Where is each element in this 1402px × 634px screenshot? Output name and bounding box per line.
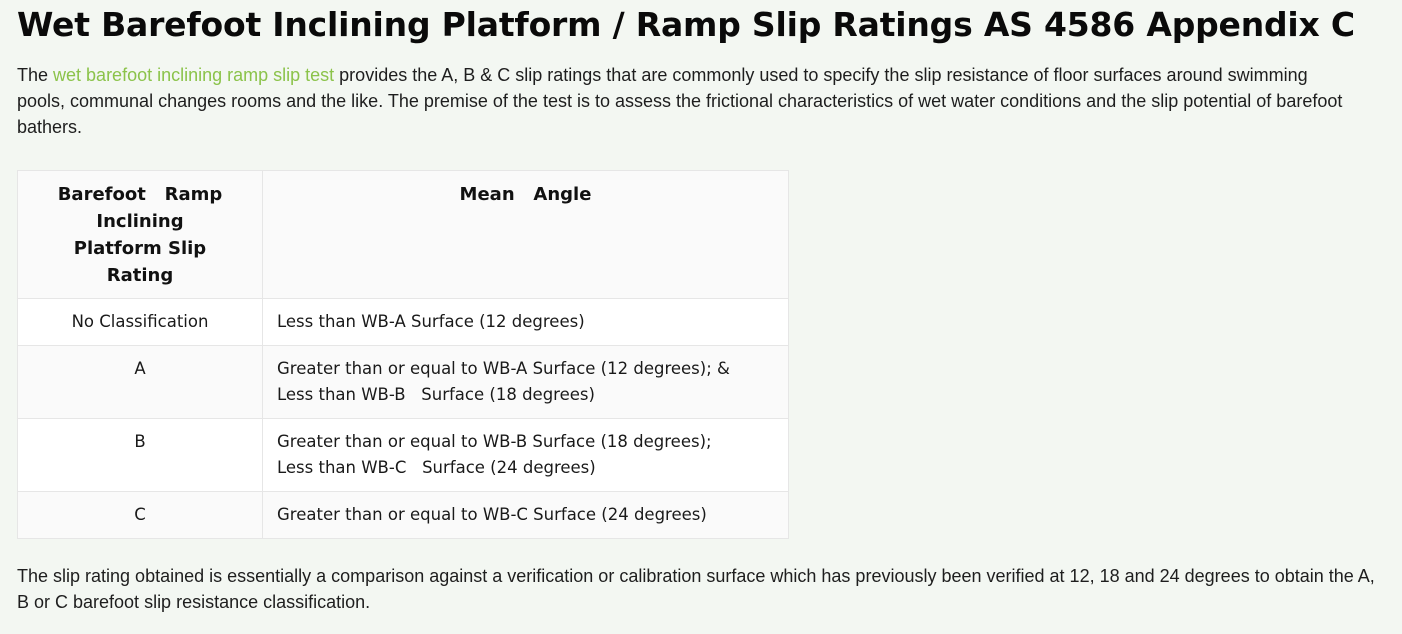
intro-suffix: provides the A, B & C slip ratings that … (17, 65, 1343, 137)
rating-cell: No Classification (17, 298, 263, 346)
rating-cell: C (17, 491, 263, 539)
table-row: C Greater than or equal to WB-C Surface … (17, 491, 789, 539)
table-row: A Greater than or equal to WB-A Surface … (17, 345, 789, 419)
table-row: B Greater than or equal to WB-B Surface … (17, 418, 789, 492)
outro-paragraph: The slip rating obtained is essentially … (17, 566, 1375, 612)
header-slip-rating-text: Barefoot Ramp Inclining Platform Slip Ra… (57, 184, 229, 286)
angle-cell: Greater than or equal to WB-C Surface (2… (262, 491, 789, 539)
slip-test-link[interactable]: wet barefoot inclining ramp slip test (53, 65, 335, 85)
ratings-table: Barefoot Ramp Inclining Platform Slip Ra… (17, 170, 789, 539)
header-mean-angle: Mean Angle (262, 170, 789, 299)
angle-cell: Greater than or equal to WB-B Surface (1… (262, 418, 789, 492)
rating-cell: B (17, 418, 263, 492)
intro-paragraph: The wet barefoot inclining ramp slip tes… (17, 62, 1357, 140)
angle-cell: Greater than or equal to WB-A Surface (1… (262, 345, 789, 419)
table-header-row: Barefoot Ramp Inclining Platform Slip Ra… (17, 170, 789, 299)
rating-cell: A (17, 345, 263, 419)
table-row: No Classification Less than WB-A Surface… (17, 298, 789, 346)
angle-cell: Less than WB-A Surface (12 degrees) (262, 298, 789, 346)
page-title: Wet Barefoot Inclining Platform / Ramp S… (17, 5, 1355, 44)
header-slip-rating: Barefoot Ramp Inclining Platform Slip Ra… (17, 170, 263, 299)
intro-prefix: The (17, 65, 54, 85)
ratings-table-container: Barefoot Ramp Inclining Platform Slip Ra… (17, 170, 789, 539)
